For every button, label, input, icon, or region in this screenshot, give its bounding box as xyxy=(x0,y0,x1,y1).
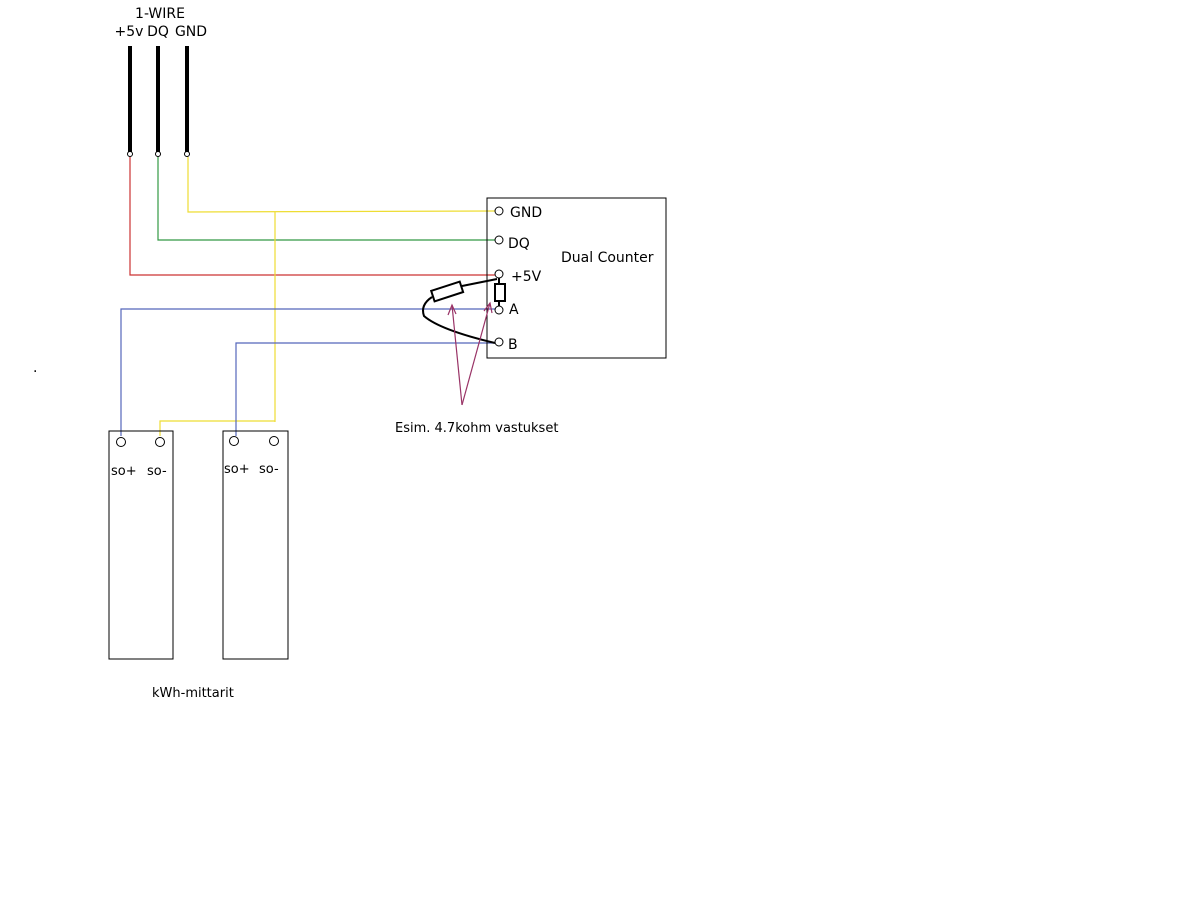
resistor-right xyxy=(494,283,506,302)
annotation-arrows xyxy=(447,301,493,406)
meter-2-box xyxy=(222,430,289,660)
resistor-wire-top xyxy=(461,278,498,287)
wire-a xyxy=(120,308,495,436)
terminal-5v xyxy=(494,269,504,279)
terminal-label-a: A xyxy=(509,302,519,318)
meter-1-box xyxy=(108,430,174,660)
stray-mark: . xyxy=(33,360,37,376)
meter-1-terminal-plus xyxy=(116,437,126,447)
arrow-to-left-resistor xyxy=(451,304,463,406)
terminal-label-dq: DQ xyxy=(508,236,530,252)
meter-1-terminal-minus xyxy=(155,437,165,447)
wire-5v xyxy=(129,157,495,276)
meter-2-terminal-minus xyxy=(269,436,279,446)
meter-2-label-minus: so- xyxy=(259,462,279,477)
one-wire-connector: 1-WIRE +5v DQ GND xyxy=(115,6,207,157)
resistor-wire-left xyxy=(422,296,496,344)
wire-meter-gnd xyxy=(159,420,275,436)
terminal-dq xyxy=(494,235,504,245)
pull-up-resistors xyxy=(422,278,506,344)
kwh-meter-2: so+ so- xyxy=(222,430,289,660)
arrow-head-left xyxy=(447,303,457,316)
terminal-b xyxy=(494,337,504,347)
dual-counter-title: Dual Counter xyxy=(561,250,654,266)
wire-gnd xyxy=(187,157,496,213)
resistor-left xyxy=(429,280,465,303)
terminal-a xyxy=(494,305,504,315)
pin-label-gnd: GND xyxy=(175,24,207,40)
meter-2-label-plus: so+ xyxy=(224,462,250,477)
pin-label-5v: +5v xyxy=(115,24,144,40)
wire-b xyxy=(235,342,495,436)
kwh-meter-1: so+ so- xyxy=(108,430,174,660)
pin-label-dq: DQ xyxy=(147,24,169,40)
meter-1-label-plus: so+ xyxy=(111,464,137,479)
wire-dq xyxy=(157,157,495,241)
dual-counter-box xyxy=(486,197,667,359)
one-wire-title: 1-WIRE xyxy=(135,6,185,22)
arrow-head-right xyxy=(483,301,493,314)
terminal-gnd xyxy=(494,206,504,216)
terminal-label-5v: +5V xyxy=(511,269,542,285)
cable-end-gnd xyxy=(184,151,190,157)
cable-end-5v xyxy=(127,151,133,157)
wires xyxy=(120,157,496,436)
terminal-label-b: B xyxy=(508,337,518,353)
resistor-note: Esim. 4.7kohm vastukset xyxy=(395,421,558,436)
meter-2-terminal-plus xyxy=(229,436,239,446)
cable-end-dq xyxy=(155,151,161,157)
arrow-to-right-resistor xyxy=(461,302,491,406)
meters-caption: kWh-mittarit xyxy=(152,686,234,701)
meter-1-label-minus: so- xyxy=(147,464,167,479)
terminal-label-gnd: GND xyxy=(510,205,542,221)
dual-counter: Dual Counter GND DQ +5V A B xyxy=(486,197,667,359)
